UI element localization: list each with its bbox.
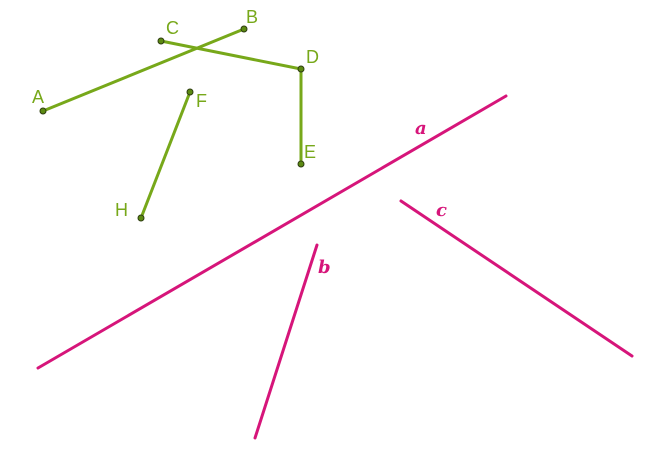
point-c[interactable] — [157, 37, 165, 45]
point-a[interactable] — [39, 107, 47, 115]
line-c — [399, 199, 634, 358]
point-f-label: F — [196, 91, 207, 111]
point-e-label: E — [304, 142, 316, 162]
line-a-label: a — [415, 118, 427, 139]
line-b — [253, 243, 319, 440]
line-b-label: b — [318, 257, 331, 278]
point-f[interactable] — [186, 88, 194, 96]
point-h[interactable] — [137, 214, 145, 222]
point-b-label: B — [246, 7, 258, 27]
point-e[interactable] — [297, 160, 305, 168]
point-c-label: C — [166, 18, 179, 38]
point-d[interactable] — [297, 65, 305, 73]
point-h-label: H — [115, 200, 128, 220]
line-c-label: c — [436, 200, 447, 221]
segment-cd — [159, 39, 303, 71]
point-d-label: D — [306, 47, 319, 67]
point-b[interactable] — [240, 25, 248, 33]
point-a-label: A — [32, 87, 44, 107]
segment-fh — [139, 90, 192, 220]
line-a — [36, 94, 508, 370]
segment-ab — [41, 27, 246, 113]
